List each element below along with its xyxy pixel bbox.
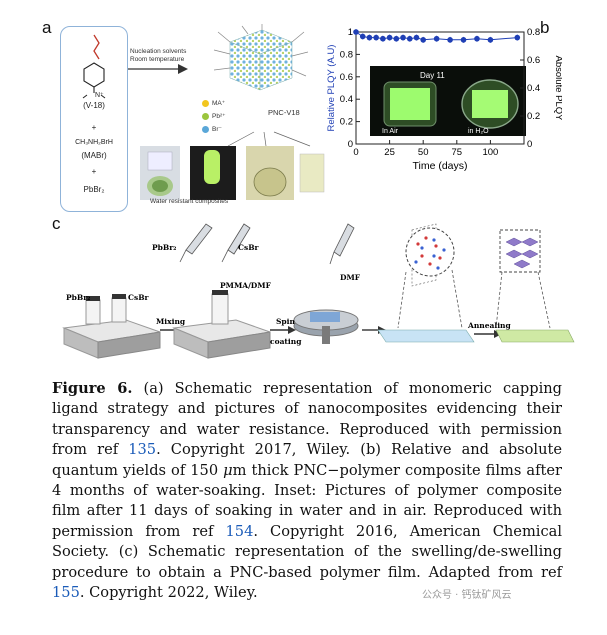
- pnc-label: PNC-V18: [268, 108, 300, 117]
- y2-tick-label: 0.8: [527, 27, 540, 38]
- spin-arrow: [270, 326, 296, 334]
- reagent-box: N⁺ (V-18) + CH₃NH₂BrH (MABr) + PbBr₂: [60, 26, 128, 212]
- data-point: [393, 35, 400, 42]
- caption-text: . Copyright 2022, Wiley.: [79, 584, 258, 602]
- panel-c: PbBr₂ CsBr PbBr₂ CsBr Mixing PMMA/DMF Sp…: [56, 220, 576, 370]
- x-tick-label: 25: [384, 147, 395, 158]
- mixing-label: Mixing: [156, 317, 186, 326]
- data-point: [366, 34, 373, 41]
- y-tick-label: 0.8: [340, 49, 353, 60]
- spin-coater: [293, 309, 359, 344]
- caption-text: . Copyright 2016, American Chemical Soci…: [52, 522, 562, 581]
- nucleation-label: Nucleation solvents: [130, 48, 187, 55]
- mu-symbol: μ: [223, 461, 233, 479]
- y2-tick-label: 0.2: [527, 111, 540, 122]
- pbbr2-label: PbBr₂: [66, 293, 90, 302]
- caption-text: m thick PNC−polymer composite films afte…: [52, 461, 562, 540]
- y-tick-label: 0.4: [340, 94, 353, 105]
- x-axis-label: Time (days): [412, 160, 467, 172]
- x-tick-label: 100: [482, 147, 498, 158]
- data-point: [386, 34, 393, 41]
- hotplate-2: [172, 290, 271, 359]
- data-point: [380, 35, 386, 42]
- annealing-label: Annealing: [467, 321, 512, 330]
- process-schematic: PbBr₂ CsBr PbBr₂ CsBr Mixing PMMA/DMF Sp…: [62, 223, 575, 359]
- caption-text: . Copyright 2017, Wiley. (b) Relative an…: [52, 441, 562, 479]
- data-point: [460, 37, 467, 43]
- pbbr2-label: PbBr₂: [83, 185, 105, 194]
- swollen-film: [377, 223, 475, 343]
- ligand-structure-icon: N⁺: [82, 34, 106, 99]
- figure-label: Figure 6.: [52, 380, 133, 397]
- plqy-chart: Day 11 In Air in H₂O 0 25 50 75 100 0 0.2 0.4 0.…: [326, 27, 564, 172]
- pb-legend-dot: [202, 113, 209, 120]
- y-axis-label: Relative PLQY (A.U): [326, 45, 337, 132]
- nanocrystal-cube-icon: [213, 24, 309, 91]
- data-point: [353, 29, 359, 35]
- wechat-watermark: 公众号 · 钙钛矿风云: [420, 586, 514, 601]
- data-point: [474, 35, 480, 42]
- x-tick-label: 50: [418, 147, 429, 158]
- data-point: [487, 37, 494, 43]
- data-point: [373, 34, 379, 41]
- mabr-label: (MABr): [81, 151, 107, 160]
- pmma-dmf-label: PMMA/DMF: [220, 281, 272, 290]
- ref-link-154[interactable]: 154: [225, 522, 254, 540]
- inset-photo: Day 11 In Air in H₂O: [370, 66, 526, 136]
- room-temp-label: Room temperature: [130, 56, 185, 63]
- x-tick-label: 75: [452, 147, 463, 158]
- coating-label: coating: [270, 337, 302, 346]
- csbr-top-label: CsBr: [238, 243, 260, 252]
- data-point: [433, 35, 440, 42]
- plus-sign: +: [91, 167, 97, 176]
- panel-b-letter: b: [540, 18, 550, 37]
- br-legend-dot: [202, 126, 209, 133]
- panel-b: Day 11 In Air in H₂O 0 25 50 75 100 0 0.2 0.4 0.…: [326, 22, 564, 186]
- svg-text:N⁺: N⁺: [95, 92, 104, 99]
- data-point: [447, 37, 453, 43]
- panel-c-letter: c: [52, 214, 61, 233]
- figure-caption: Figure 6. (a) Schematic representation o…: [52, 379, 562, 603]
- spin-label: Spin: [276, 317, 296, 326]
- ligand-label: (V-18): [83, 101, 105, 110]
- ma-legend-dot: [202, 100, 209, 107]
- pb-legend-label: Pb²⁺: [212, 113, 226, 120]
- y-tick-label: 0.6: [340, 72, 353, 83]
- inset-water-label: in H₂O: [468, 128, 489, 135]
- ref-link-135[interactable]: 135: [128, 441, 157, 459]
- panel-a: N⁺ (V-18) + CH₃NH₂BrH (MABr) + PbBr₂ Nuc…: [60, 22, 330, 214]
- data-point: [400, 34, 406, 41]
- panel-a-letter: a: [42, 18, 52, 37]
- caption-text: (a) Schematic representation of monomeri…: [52, 380, 562, 459]
- data-point: [420, 37, 426, 43]
- data-point: [359, 33, 366, 40]
- br-legend-label: Br⁻: [212, 126, 222, 133]
- y2-tick-label: 0.4: [527, 83, 540, 94]
- dmf-label: DMF: [340, 273, 361, 282]
- ref-link-155[interactable]: 155: [52, 584, 80, 602]
- y2-axis-label: Absolute PLQY: [553, 56, 562, 122]
- pbbr2-top-label: PbBr₂: [152, 243, 176, 252]
- inset-title: Day 11: [420, 71, 445, 80]
- data-point: [406, 35, 413, 42]
- plus-sign: +: [91, 123, 97, 132]
- y2-tick-label: 0.6: [527, 55, 540, 66]
- data-point: [514, 34, 521, 41]
- x-tick-label: 0: [353, 147, 358, 158]
- y-tick-label: 0: [348, 139, 353, 150]
- reaction-arrow-icon: [128, 64, 188, 74]
- inset-air-label: In Air: [382, 128, 399, 135]
- ma-legend-label: MA⁺: [212, 100, 226, 107]
- composite-photos: [140, 131, 325, 200]
- data-point: [413, 34, 420, 41]
- y-tick-label: 1: [348, 27, 353, 38]
- y-tick-label: 0.2: [340, 117, 353, 128]
- water-resistant-label: Water resistant composites: [150, 198, 229, 205]
- pipette-icon: [179, 223, 355, 265]
- annealed-film: [495, 229, 575, 343]
- hotplate-1: [62, 294, 161, 359]
- mabr-formula: CH₃NH₂BrH: [75, 139, 113, 146]
- csbr-label: CsBr: [128, 293, 150, 302]
- y2-tick-label: 0: [527, 139, 532, 150]
